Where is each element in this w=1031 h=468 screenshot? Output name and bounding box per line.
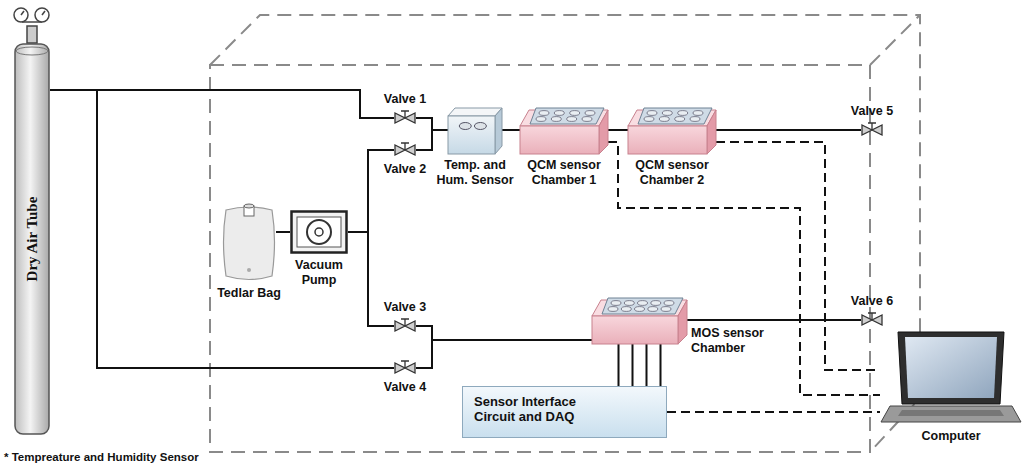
node-label: Valve 3 [375, 300, 435, 315]
qcm-chamber: QCM sensor Chamber 1 [520, 106, 608, 154]
valve-symbol-outline [861, 122, 883, 138]
gauge-needle [42, 11, 45, 15]
tedlar-bag-outline [222, 200, 276, 282]
gauge-stem [27, 26, 37, 43]
valve-symbol: Valve 4 [394, 360, 416, 376]
valve-symbol-outline [394, 110, 416, 126]
valve-symbol-outline [394, 360, 416, 376]
vacuum-pump: Vacuum Pump [290, 210, 348, 254]
label-group: Valve 1 [375, 92, 435, 107]
enclosure-outline [210, 15, 920, 452]
label-group: Valve 4 [375, 380, 435, 395]
node-label: Sensor Interface Circuit and DAQ [474, 394, 609, 424]
interface-box: Sensor Interface Circuit and DAQ [462, 386, 667, 438]
gas-line [687, 319, 861, 321]
temp-humidity-sensor-outline [448, 106, 502, 154]
gauge-dial [14, 8, 28, 22]
label-group: Valve 6 [842, 294, 902, 309]
node-label: Temp. and Hum. Sensor [433, 158, 517, 188]
computer-icon-outline [880, 330, 1022, 425]
signal-line [667, 411, 880, 413]
node-label: Valve 2 [375, 162, 435, 177]
label-group: QCM sensor Chamber 1 [519, 158, 609, 188]
label-group: Temp. and Hum. Sensor [433, 158, 517, 188]
node-label: Valve 4 [375, 380, 435, 395]
valve-symbol-outline [394, 142, 416, 158]
valve-symbol: Valve 1 [394, 110, 416, 126]
valve-symbol: Valve 2 [394, 142, 416, 158]
gas-line [416, 340, 592, 368]
label-group: Tedlar Bag [209, 286, 289, 301]
node-label: Valve 6 [842, 294, 902, 309]
node-label: QCM sensor Chamber 2 [627, 158, 717, 188]
node-label: Valve 1 [375, 92, 435, 107]
valve-symbol-outline [861, 312, 883, 328]
label-group: Valve 5 [842, 104, 902, 119]
label-group: Dry Air Tube [25, 197, 40, 282]
gauge-needle [21, 11, 24, 15]
node-label: Dry Air Tube [25, 197, 40, 282]
valve-symbol: Valve 6 [861, 312, 883, 328]
qcm-chamber-outline [520, 106, 608, 154]
label-group: MOS sensor Chamber [691, 326, 771, 356]
label-group: Computer [901, 429, 1001, 444]
enclosure-back [210, 15, 920, 452]
node-label: Valve 5 [842, 104, 902, 119]
gas-line [416, 326, 592, 340]
qcm-chamber: QCM sensor Chamber 2 [628, 106, 716, 154]
label-group: QCM sensor Chamber 2 [627, 158, 717, 188]
valve-symbol-outline [394, 318, 416, 334]
temp-humidity-sensor: Temp. and Hum. Sensor [448, 106, 502, 154]
node-label: QCM sensor Chamber 1 [519, 158, 609, 188]
enclosure-front [210, 65, 870, 452]
mos-chamber: MOS sensor Chamber [592, 296, 687, 344]
valve-symbol: Valve 5 [861, 122, 883, 138]
valve-symbol: Valve 3 [394, 318, 416, 334]
gas-line [502, 129, 520, 131]
tedlar-bag: Tedlar Bag [222, 200, 276, 282]
node-label: Computer [901, 429, 1001, 444]
gas-line [416, 118, 448, 130]
gas-cylinder: Dry Air Tube [14, 44, 50, 434]
mos-chamber-outline [592, 296, 687, 344]
label-group: Valve 2 [375, 162, 435, 177]
label-group: Vacuum Pump [284, 258, 354, 288]
computer-icon: Computer [880, 330, 1022, 425]
vacuum-pump-outline [290, 210, 348, 254]
gas-line [50, 90, 394, 118]
signal-line [608, 142, 880, 395]
gas-line [619, 344, 661, 386]
label-group: Valve 3 [375, 300, 435, 315]
gas-gauge [14, 8, 49, 43]
gas-line [716, 129, 861, 131]
gas-line [608, 129, 628, 131]
gas-line [50, 90, 394, 368]
node-label: Tedlar Bag [209, 286, 289, 301]
qcm-chamber-outline [628, 106, 716, 154]
node-label: MOS sensor Chamber [691, 326, 771, 356]
label-group: Sensor Interface Circuit and DAQ [462, 386, 621, 432]
gas-line [276, 231, 290, 233]
gas-line [416, 130, 448, 150]
footnote: * Tempreature and Humidity Sensor [4, 450, 199, 464]
node-label: Vacuum Pump [284, 258, 354, 288]
gauge-dial [35, 8, 49, 22]
